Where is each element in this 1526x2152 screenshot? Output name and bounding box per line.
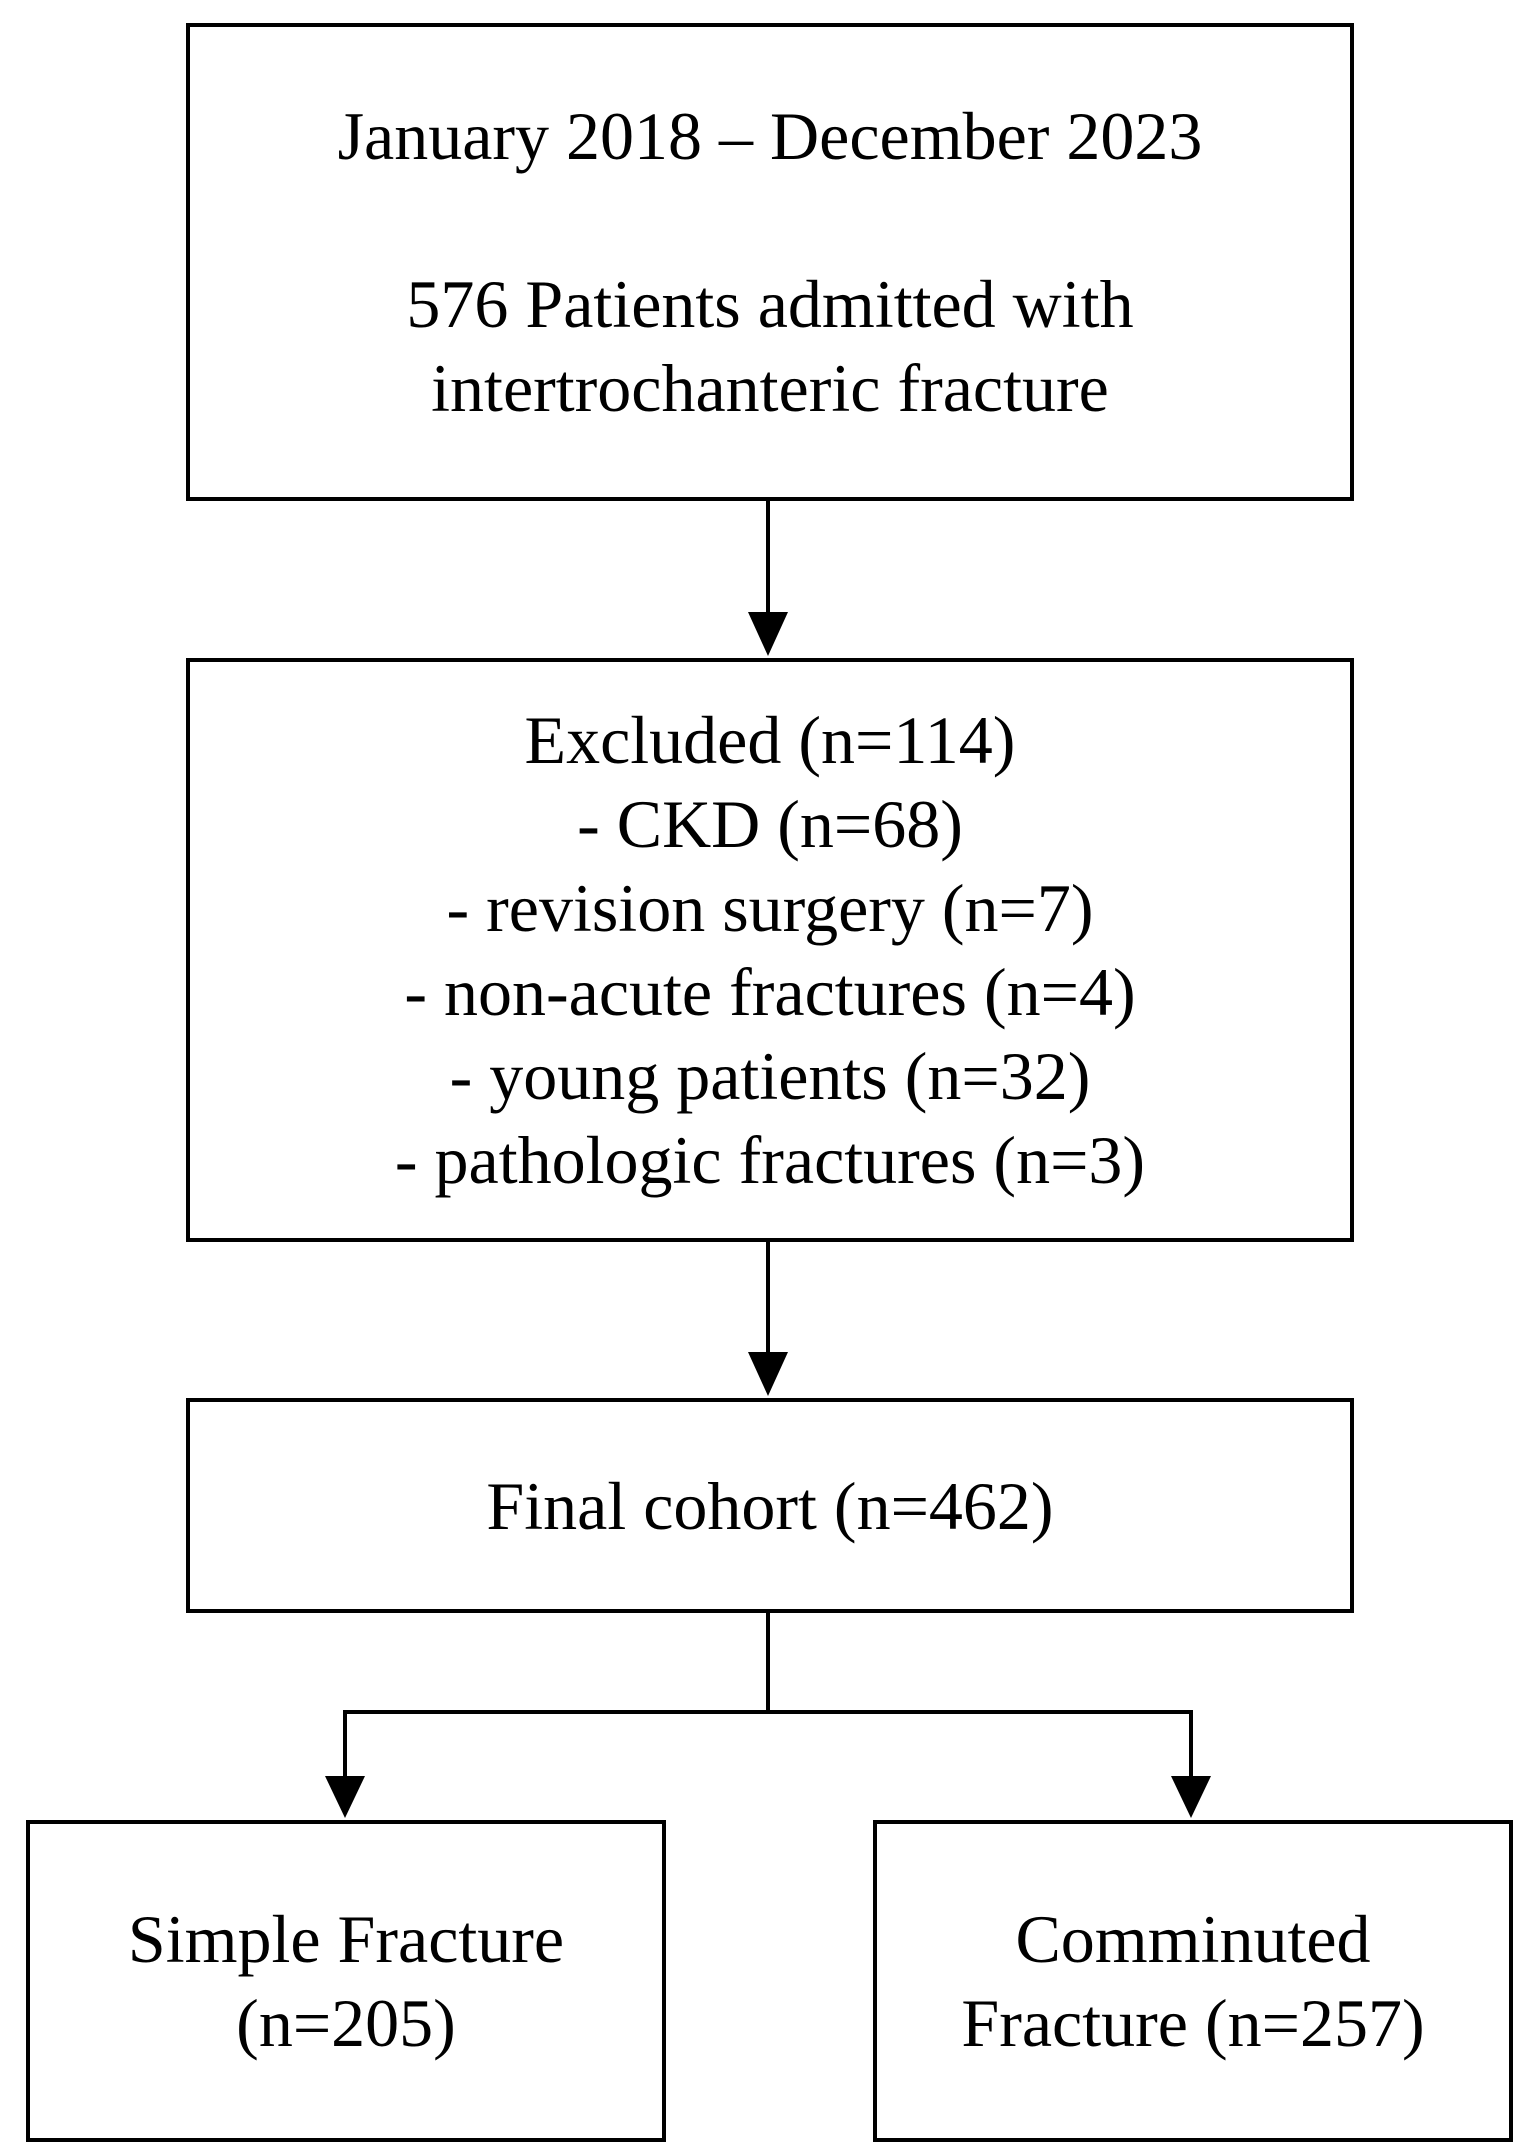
final-cohort-box: Final cohort (n=462) [186, 1398, 1354, 1613]
arrow-start-to-excluded [748, 501, 788, 656]
study-period: January 2018 – December 2023 [337, 98, 1203, 174]
arrow-to-simple [325, 1710, 365, 1818]
arrow-to-comminuted [1171, 1710, 1211, 1818]
split-connector [343, 1613, 1193, 1714]
comminuted-fracture-line1: Comminuted [1015, 1901, 1371, 1977]
admitted-patients-line2: intertrochanteric fracture [431, 350, 1109, 426]
simple-fracture-box: Simple Fracture (n=205) [26, 1820, 666, 2142]
excluded-item-ckd: - CKD (n=68) [577, 786, 963, 862]
comminuted-fracture-box: Comminuted Fracture (n=257) [873, 1820, 1513, 2142]
comminuted-fracture-line2: Fracture (n=257) [961, 1985, 1425, 2061]
arrow-excluded-to-final [748, 1242, 788, 1396]
admitted-patients-line1: 576 Patients admitted with [406, 266, 1134, 342]
excluded-item-pathologic: - pathologic fractures (n=3) [394, 1122, 1146, 1198]
study-period-box: January 2018 – December 2023 576 Patient… [186, 23, 1354, 501]
excluded-item-non-acute: - non-acute fractures (n=4) [404, 954, 1136, 1030]
excluded-box: Excluded (n=114) - CKD (n=68) - revision… [186, 658, 1354, 1242]
excluded-item-revision: - revision surgery (n=7) [446, 870, 1094, 946]
excluded-item-young: - young patients (n=32) [449, 1038, 1091, 1114]
simple-fracture-line2: (n=205) [236, 1985, 456, 2061]
excluded-title: Excluded (n=114) [524, 702, 1016, 778]
final-cohort-label: Final cohort (n=462) [486, 1467, 1054, 1544]
simple-fracture-line1: Simple Fracture [127, 1901, 565, 1977]
